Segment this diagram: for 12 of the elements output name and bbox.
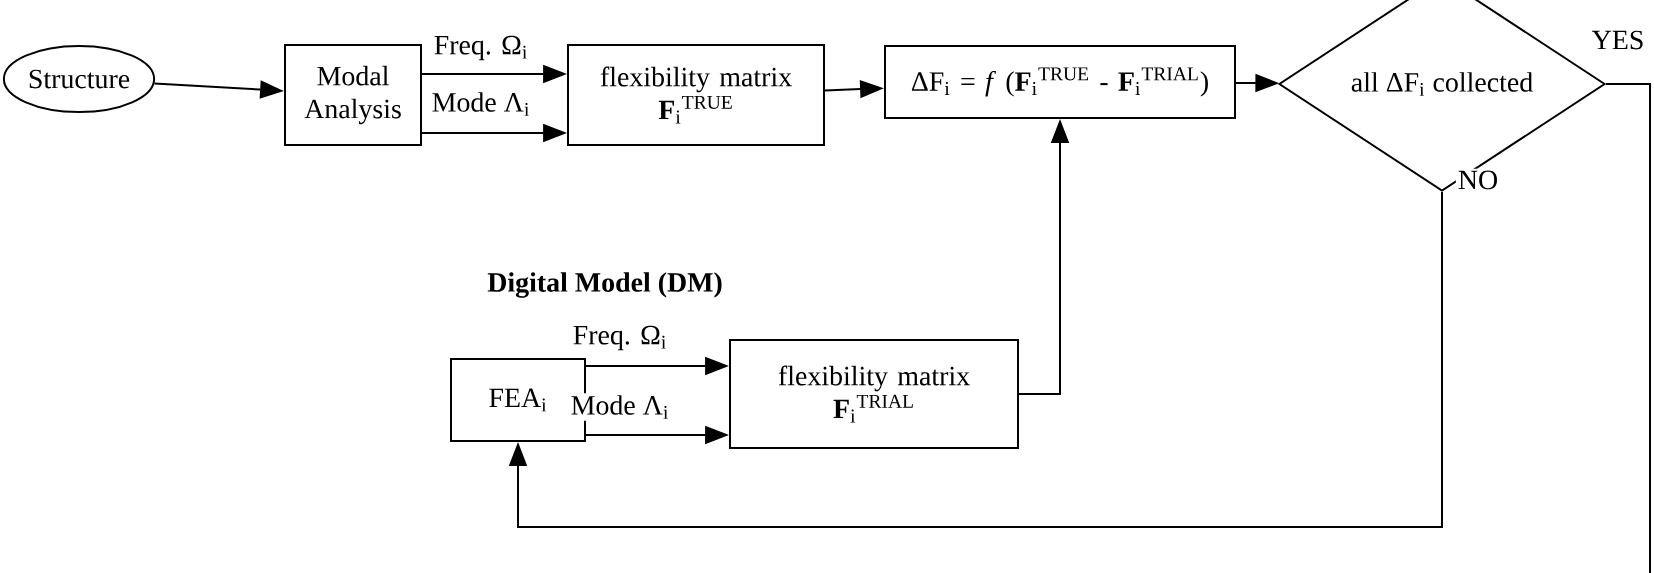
ellipse-node: Structure <box>2 45 156 113</box>
edge-label: Freq. Ω$_{i}$ <box>431 33 531 63</box>
process-box: Modal Analysis <box>284 44 422 146</box>
edge-label: NO <box>1455 168 1501 192</box>
edge-label: Freq. Ω$_{i}$ <box>570 323 670 353</box>
arrow <box>508 191 1443 528</box>
edge-label: Mode Λ$_{i}$ <box>429 90 533 118</box>
process-box: flexibility matrix F$_{i}$TRIAL <box>729 339 1019 449</box>
edge-label: Mode Λ$_{i}$ <box>568 393 672 421</box>
process-box: flexibility matrix F$_{i}$TRUE <box>567 44 825 146</box>
heading: Digital Model (DM) <box>487 272 722 298</box>
process-box: ΔF$_{i}$ = f (F$_{i}$$^{TRUE}$ - F$_{i}$$^{TRIAL}$) <box>884 45 1236 119</box>
